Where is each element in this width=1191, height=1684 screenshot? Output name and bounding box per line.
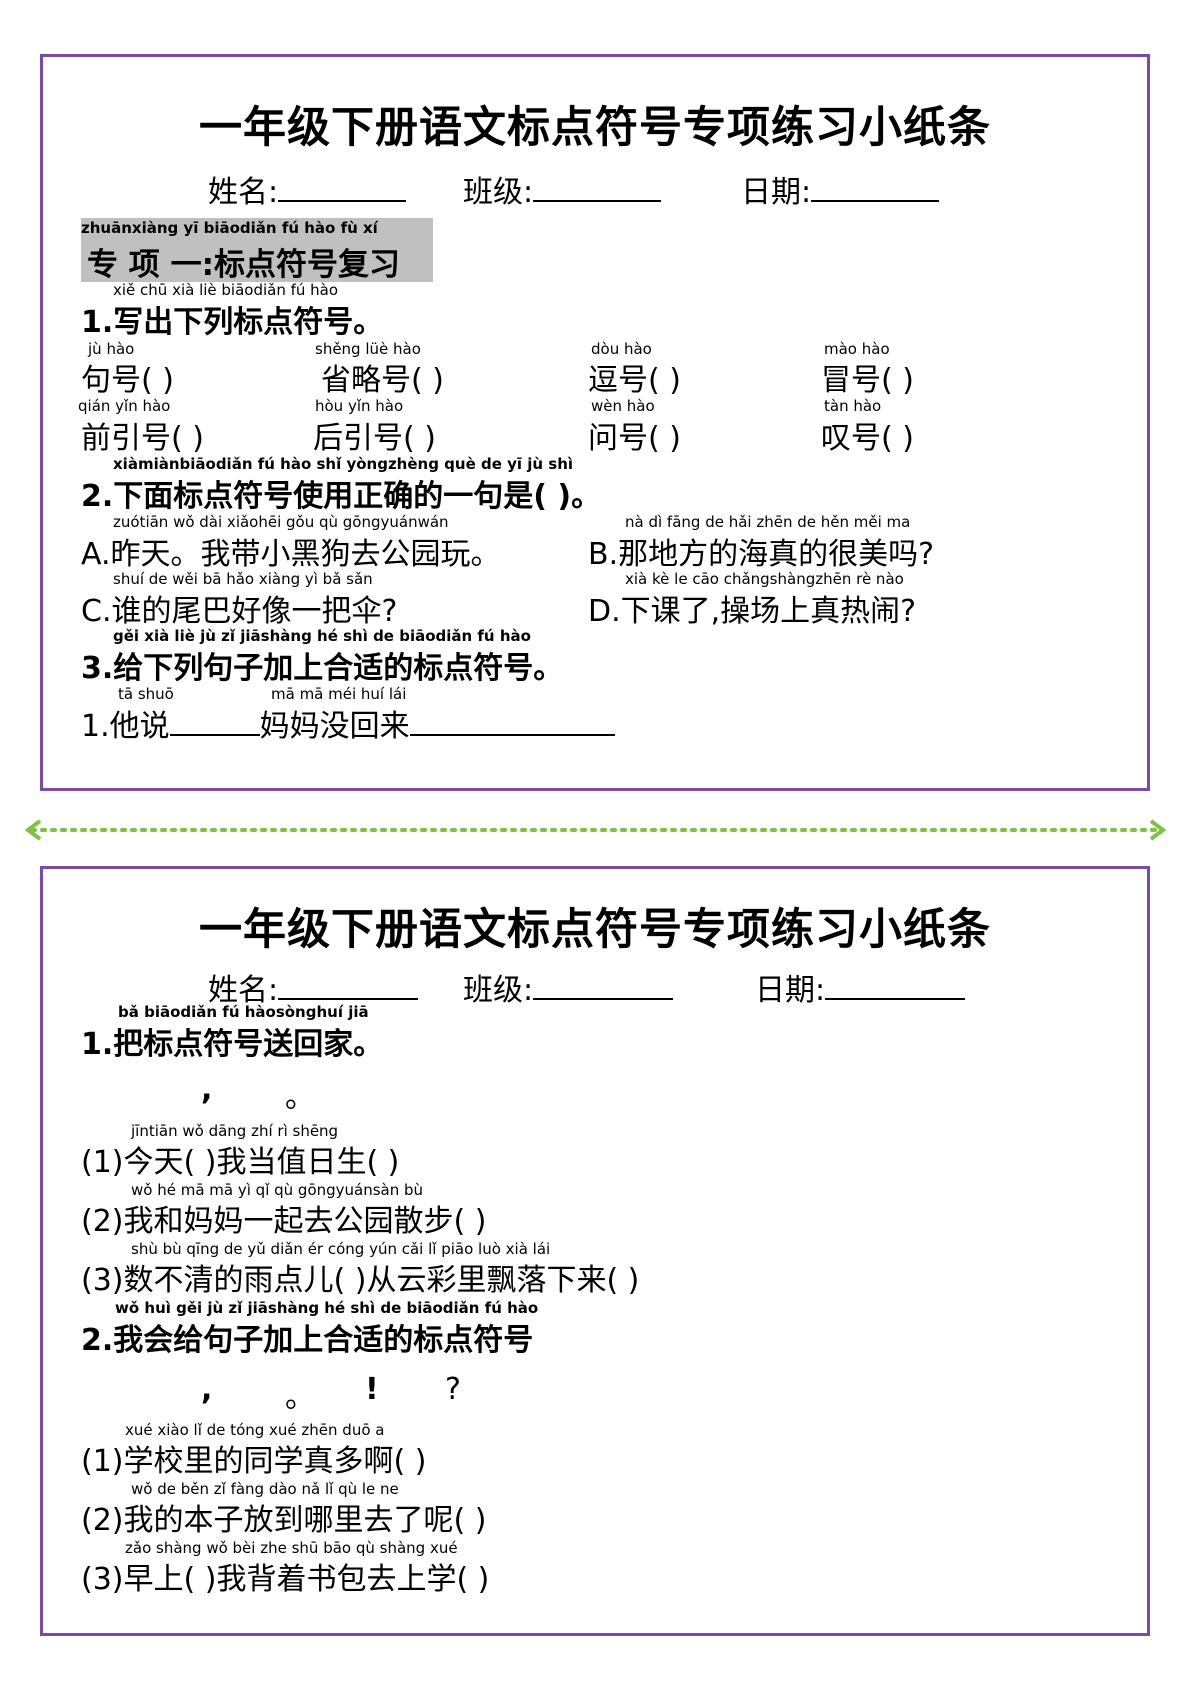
answer-item[interactable]: (1)今天( )我当值日生( ) bbox=[81, 1145, 400, 1180]
item-pinyin: qián yǐn hào bbox=[78, 397, 171, 415]
q1-pinyin: xiě chū xià liè biāodiǎn fú hào bbox=[113, 281, 339, 299]
cut-line-divider bbox=[24, 819, 1167, 841]
punct-symbol[interactable]: , bbox=[201, 1372, 213, 1407]
blank-line[interactable] bbox=[169, 708, 260, 736]
q3-pinyin: gěi xià liè jù zǐ jiāshàng hé shì de biā… bbox=[113, 627, 531, 645]
q1-text: 1.把标点符号送回家。 bbox=[81, 1027, 384, 1062]
option-pinyin: zuótiān wǒ dài xiǎohēi gǒu qù gōngyuánwá… bbox=[113, 513, 449, 531]
q3-text: 3.给下列句子加上合适的标点符号。 bbox=[81, 651, 564, 686]
q2-pinyin: xiàmiànbiāodiǎn fú hào shǐ yòngzhèng què… bbox=[113, 455, 574, 473]
left-arrow-icon bbox=[24, 819, 42, 841]
worksheet-title: 一年级下册语文标点符号专项练习小纸条 bbox=[199, 905, 991, 955]
item-pinyin: zǎo shàng wǒ bèi zhe shū bāo qù shàng xu… bbox=[125, 1539, 458, 1557]
answer-item[interactable]: 前引号( ) bbox=[81, 421, 204, 456]
option-b[interactable]: B.那地方的海真的很美吗? bbox=[588, 537, 935, 572]
option-pinyin: nà dì fāng de hǎi zhēn de hěn měi ma bbox=[625, 513, 911, 531]
item-pinyin: xué xiào lǐ de tóng xué zhēn duō a bbox=[125, 1421, 385, 1439]
class-field[interactable]: 班级: bbox=[463, 965, 674, 1009]
answer-item[interactable]: 后引号( ) bbox=[313, 421, 436, 456]
name-field[interactable]: 姓名: bbox=[208, 167, 407, 211]
q2-text: 2.我会给句子加上合适的标点符号 bbox=[81, 1323, 534, 1358]
item-pinyin: hòu yǐn hào bbox=[315, 397, 404, 415]
answer-item[interactable]: 叹号( ) bbox=[821, 421, 914, 456]
option-pinyin: shuí de wěi bā hǎo xiàng yì bǎ sǎn bbox=[113, 570, 373, 588]
answer-item[interactable]: 冒号( ) bbox=[821, 363, 914, 398]
worksheet-card-1: 一年级下册语文标点符号专项练习小纸条 姓名: 班级: 日期: zhuānxiàn… bbox=[40, 54, 1150, 791]
answer-item[interactable]: (3)数不清的雨点儿( )从云彩里飘落下来( ) bbox=[81, 1263, 640, 1298]
answer-item[interactable]: 句号( ) bbox=[81, 363, 174, 398]
section-header bbox=[81, 218, 433, 282]
punct-symbol[interactable]: ! bbox=[365, 1372, 379, 1407]
punct-symbol[interactable]: ? bbox=[445, 1372, 461, 1407]
blank-line[interactable] bbox=[409, 708, 615, 736]
option-d[interactable]: D.下课了,操场上真热闹? bbox=[588, 594, 917, 629]
q1-text: 1.写出下列标点符号。 bbox=[81, 305, 384, 340]
answer-item[interactable]: (2)我的本子放到哪里去了呢( ) bbox=[81, 1503, 487, 1538]
answer-item[interactable]: (1)学校里的同学真多啊( ) bbox=[81, 1444, 427, 1479]
item-pinyin: mā mā méi huí lái bbox=[271, 685, 407, 703]
option-c[interactable]: C.谁的尾巴好像一把伞? bbox=[81, 594, 398, 629]
punct-symbol[interactable]: 。 bbox=[285, 1380, 315, 1415]
item-pinyin: jīntiān wǒ dāng zhí rì shēng bbox=[131, 1122, 339, 1140]
item-pinyin: dòu hào bbox=[591, 340, 652, 358]
q2-pinyin: wǒ huì gěi jù zǐ jiāshàng hé shì de biāo… bbox=[115, 1299, 539, 1317]
item-pinyin: wǒ de běn zǐ fàng dào nǎ lǐ qù le ne bbox=[131, 1480, 399, 1498]
answer-item[interactable]: (2)我和妈妈一起去公园散步( ) bbox=[81, 1204, 487, 1239]
item-pinyin: wèn hào bbox=[591, 397, 655, 415]
item-pinyin: shù bù qīng de yǔ diǎn ér cóng yún cǎi l… bbox=[131, 1240, 551, 1258]
item-pinyin: tàn hào bbox=[824, 397, 882, 415]
date-field[interactable]: 日期: bbox=[741, 167, 940, 211]
item-pinyin: mào hào bbox=[824, 340, 890, 358]
q1-pinyin: bǎ biāodiǎn fú hàosònghuí jiā bbox=[118, 1003, 369, 1021]
item-pinyin: wǒ hé mā mā yì qǐ qù gōngyuánsàn bù bbox=[131, 1181, 424, 1199]
option-a[interactable]: A.昨天。我带小黑狗去公园玩。 bbox=[81, 537, 501, 572]
right-arrow-icon bbox=[1149, 819, 1167, 841]
fill-sentence[interactable]: 1.他说妈妈没回来 bbox=[81, 701, 615, 745]
answer-item[interactable]: 省略号( ) bbox=[321, 363, 444, 398]
answer-item[interactable]: 逗号( ) bbox=[588, 363, 681, 398]
option-pinyin: xià kè le cāo chǎngshàngzhēn rè nào bbox=[625, 570, 904, 588]
answer-item[interactable]: (3)早上( )我背着书包去上学( ) bbox=[81, 1562, 490, 1597]
worksheet-card-2: 一年级下册语文标点符号专项练习小纸条 姓名: 班级: 日期: bǎ biāodi… bbox=[40, 866, 1150, 1636]
section-title: 专 项 一:标点符号复习 bbox=[87, 247, 400, 283]
date-field[interactable]: 日期: bbox=[755, 965, 966, 1009]
punct-symbol[interactable]: 。 bbox=[285, 1080, 315, 1115]
item-pinyin: jù hào bbox=[88, 340, 135, 358]
class-field[interactable]: 班级: bbox=[463, 167, 662, 211]
section-pinyin: zhuānxiàng yī biāodiǎn fú hào fù xí bbox=[81, 219, 378, 237]
punct-symbol[interactable]: , bbox=[201, 1072, 213, 1107]
q2-text: 2.下面标点符号使用正确的一句是( )。 bbox=[81, 479, 602, 514]
worksheet-title: 一年级下册语文标点符号专项练习小纸条 bbox=[199, 103, 991, 153]
name-field[interactable]: 姓名: bbox=[208, 965, 419, 1009]
item-pinyin: tā shuō bbox=[118, 685, 174, 703]
answer-item[interactable]: 问号( ) bbox=[588, 421, 681, 456]
item-pinyin: shěng lüè hào bbox=[315, 340, 421, 358]
